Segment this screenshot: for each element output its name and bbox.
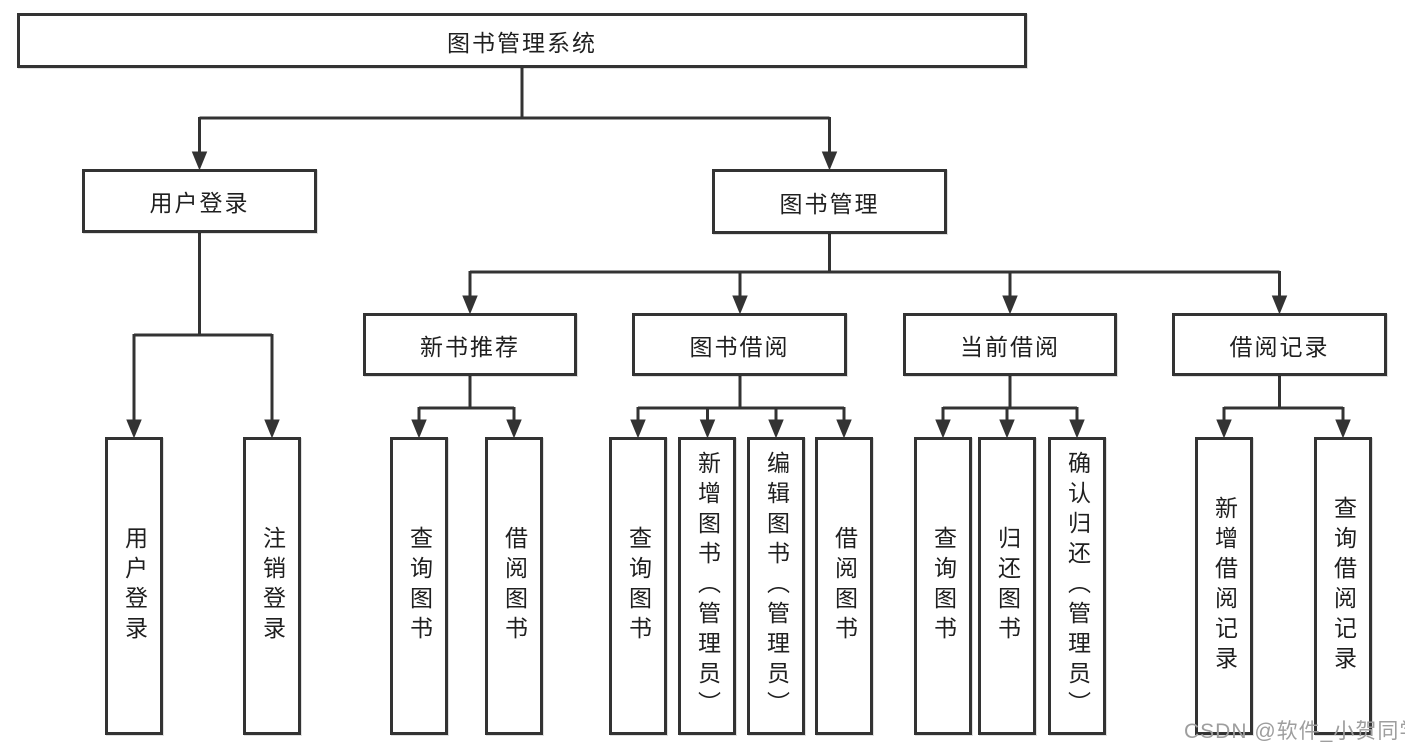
node-current-borrow-label: 当前借阅 xyxy=(960,333,1060,360)
leaf-borrow-query-books-label: 查询图书 xyxy=(625,526,652,646)
leaf-logout-label: 注销登录 xyxy=(259,526,286,646)
leaf-logout: 注销登录 xyxy=(243,437,301,735)
csdn-watermark: CSDN @软件_小贺同学 xyxy=(1184,720,1405,743)
connector-current-borrow-to-leaves xyxy=(935,376,1085,439)
node-new-book-rec-label: 新书推荐 xyxy=(420,333,520,360)
leaf-add-books-admin-label: 新增图书（管理员） xyxy=(694,451,721,721)
leaf-confirm-return-admin: 确认归还（管理员） xyxy=(1048,437,1106,735)
node-book-borrow-label: 图书借阅 xyxy=(689,333,790,360)
node-user-login-label: 用户登录 xyxy=(149,190,250,216)
connector-book-mgmt-to-level3 xyxy=(462,234,1288,315)
leaf-edit-books-admin: 编辑图书（管理员） xyxy=(747,437,805,735)
node-new-book-rec: 新书推荐 xyxy=(363,313,577,376)
node-user-login: 用户登录 xyxy=(82,169,317,233)
leaf-borrow-books: 借阅图书 xyxy=(815,437,873,735)
leaf-edit-books-admin-label: 编辑图书（管理员） xyxy=(763,451,790,721)
leaf-rec-query-books: 查询图书 xyxy=(390,437,448,735)
leaf-rec-borrow-books: 借阅图书 xyxy=(485,437,543,735)
leaf-user-login-label: 用户登录 xyxy=(121,526,148,646)
connector-root-to-level2 xyxy=(191,68,838,171)
node-book-mgmt-label: 图书管理 xyxy=(779,190,880,217)
leaf-borrow-books-label: 借阅图书 xyxy=(831,526,858,646)
node-root-label: 图书管理系统 xyxy=(447,29,597,56)
leaf-query-borrow-record-label: 查询借阅记录 xyxy=(1330,496,1357,676)
leaf-add-borrow-record: 新增借阅记录 xyxy=(1195,437,1253,735)
leaf-current-query-books-label: 查询图书 xyxy=(930,526,957,646)
node-book-borrow: 图书借阅 xyxy=(632,313,847,376)
leaf-add-borrow-record-label: 新增借阅记录 xyxy=(1211,496,1238,676)
node-root: 图书管理系统 xyxy=(17,13,1027,68)
connector-book-borrow-to-leaves xyxy=(630,376,852,439)
leaf-return-books-label: 归还图书 xyxy=(994,526,1021,646)
connector-new-book-rec-to-leaves xyxy=(411,376,522,439)
leaf-confirm-return-admin-label: 确认归还（管理员） xyxy=(1064,451,1091,721)
connector-borrow-records-to-leaves xyxy=(1216,376,1351,439)
leaf-query-borrow-record: 查询借阅记录 xyxy=(1314,437,1372,735)
connector-user-login-to-leaves xyxy=(126,233,280,439)
leaf-current-query-books: 查询图书 xyxy=(914,437,972,735)
leaf-add-books-admin: 新增图书（管理员） xyxy=(678,437,736,735)
leaf-rec-borrow-books-label: 借阅图书 xyxy=(501,526,528,646)
leaf-borrow-query-books: 查询图书 xyxy=(609,437,667,735)
node-borrow-records: 借阅记录 xyxy=(1172,313,1387,376)
leaf-return-books: 归还图书 xyxy=(978,437,1036,735)
node-current-borrow: 当前借阅 xyxy=(903,313,1117,376)
leaf-rec-query-books-label: 查询图书 xyxy=(406,526,433,646)
node-borrow-records-label: 借阅记录 xyxy=(1229,333,1330,360)
node-book-mgmt: 图书管理 xyxy=(712,169,947,234)
leaf-user-login: 用户登录 xyxy=(105,437,163,735)
